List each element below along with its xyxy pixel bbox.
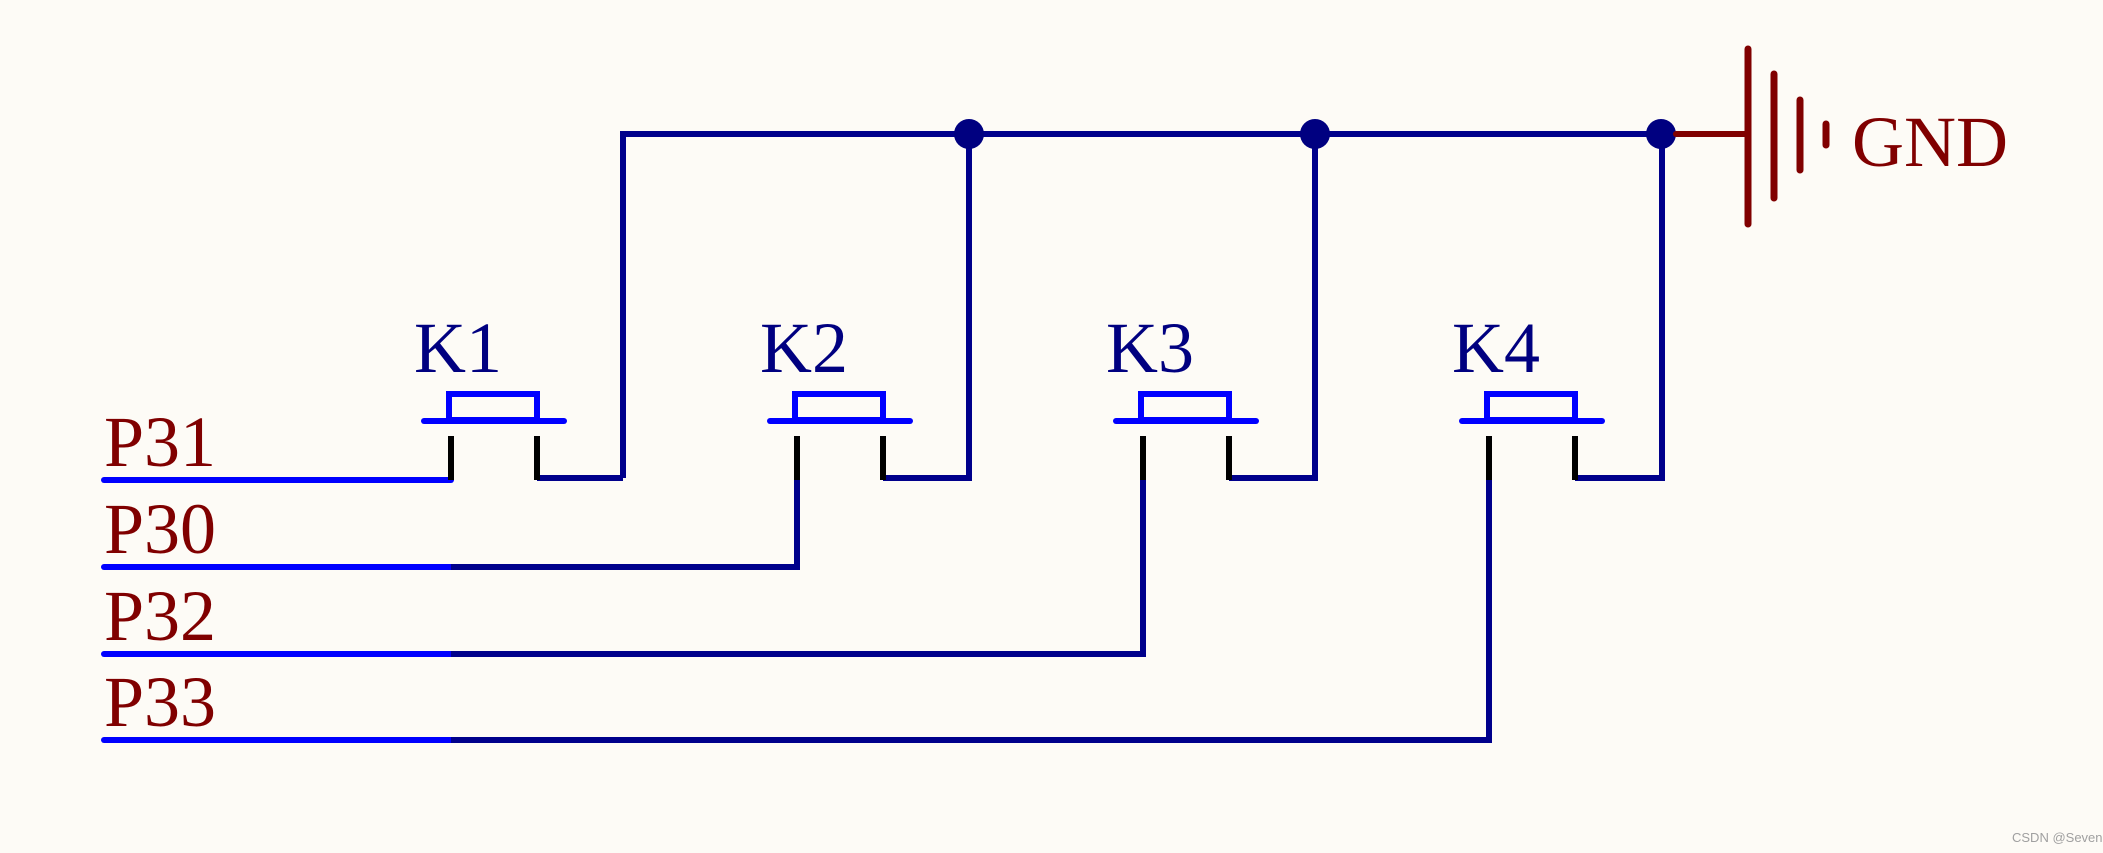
gnd-bus-wire	[620, 131, 1660, 478]
switch-button-cap	[1138, 391, 1232, 423]
p32-wire-route	[451, 478, 1146, 657]
switch-k1: K1	[414, 308, 567, 480]
ground-battery-symbol	[1673, 45, 1830, 228]
gnd-bus	[537, 131, 1665, 481]
switch-button-cap	[446, 391, 540, 423]
port-label-p33: P33	[104, 662, 216, 742]
switch-label-k3: K3	[1106, 308, 1194, 388]
switch-button-cap	[1484, 391, 1578, 423]
switch-k3: K3	[1106, 308, 1259, 480]
k4-gnd-drop-wire	[1575, 134, 1665, 481]
switch-label-k4: K4	[1452, 308, 1540, 388]
switch-k4: K4	[1452, 308, 1605, 480]
gnd-label: GND	[1852, 102, 2008, 182]
port-label-p31: P31	[104, 402, 216, 482]
port-label-p32: P32	[104, 576, 216, 656]
junction-dot	[1646, 119, 1676, 149]
p33-wire-route	[451, 478, 1492, 743]
port-label-p30: P30	[104, 489, 216, 569]
junctions	[954, 119, 1676, 149]
switch-k2: K2	[760, 308, 913, 480]
k3-gnd-drop-wire	[1229, 134, 1318, 481]
junction-dot	[954, 119, 984, 149]
junction-dot	[1300, 119, 1330, 149]
p30-wire-route	[451, 478, 800, 570]
switch-button-cap	[792, 391, 886, 423]
switch-label-k2: K2	[760, 308, 848, 388]
k2-gnd-drop-wire	[883, 134, 972, 481]
watermark-text: CSDN @Seven.	[2012, 830, 2103, 845]
port-wires	[101, 477, 1492, 743]
switch-label-k1: K1	[414, 308, 502, 388]
